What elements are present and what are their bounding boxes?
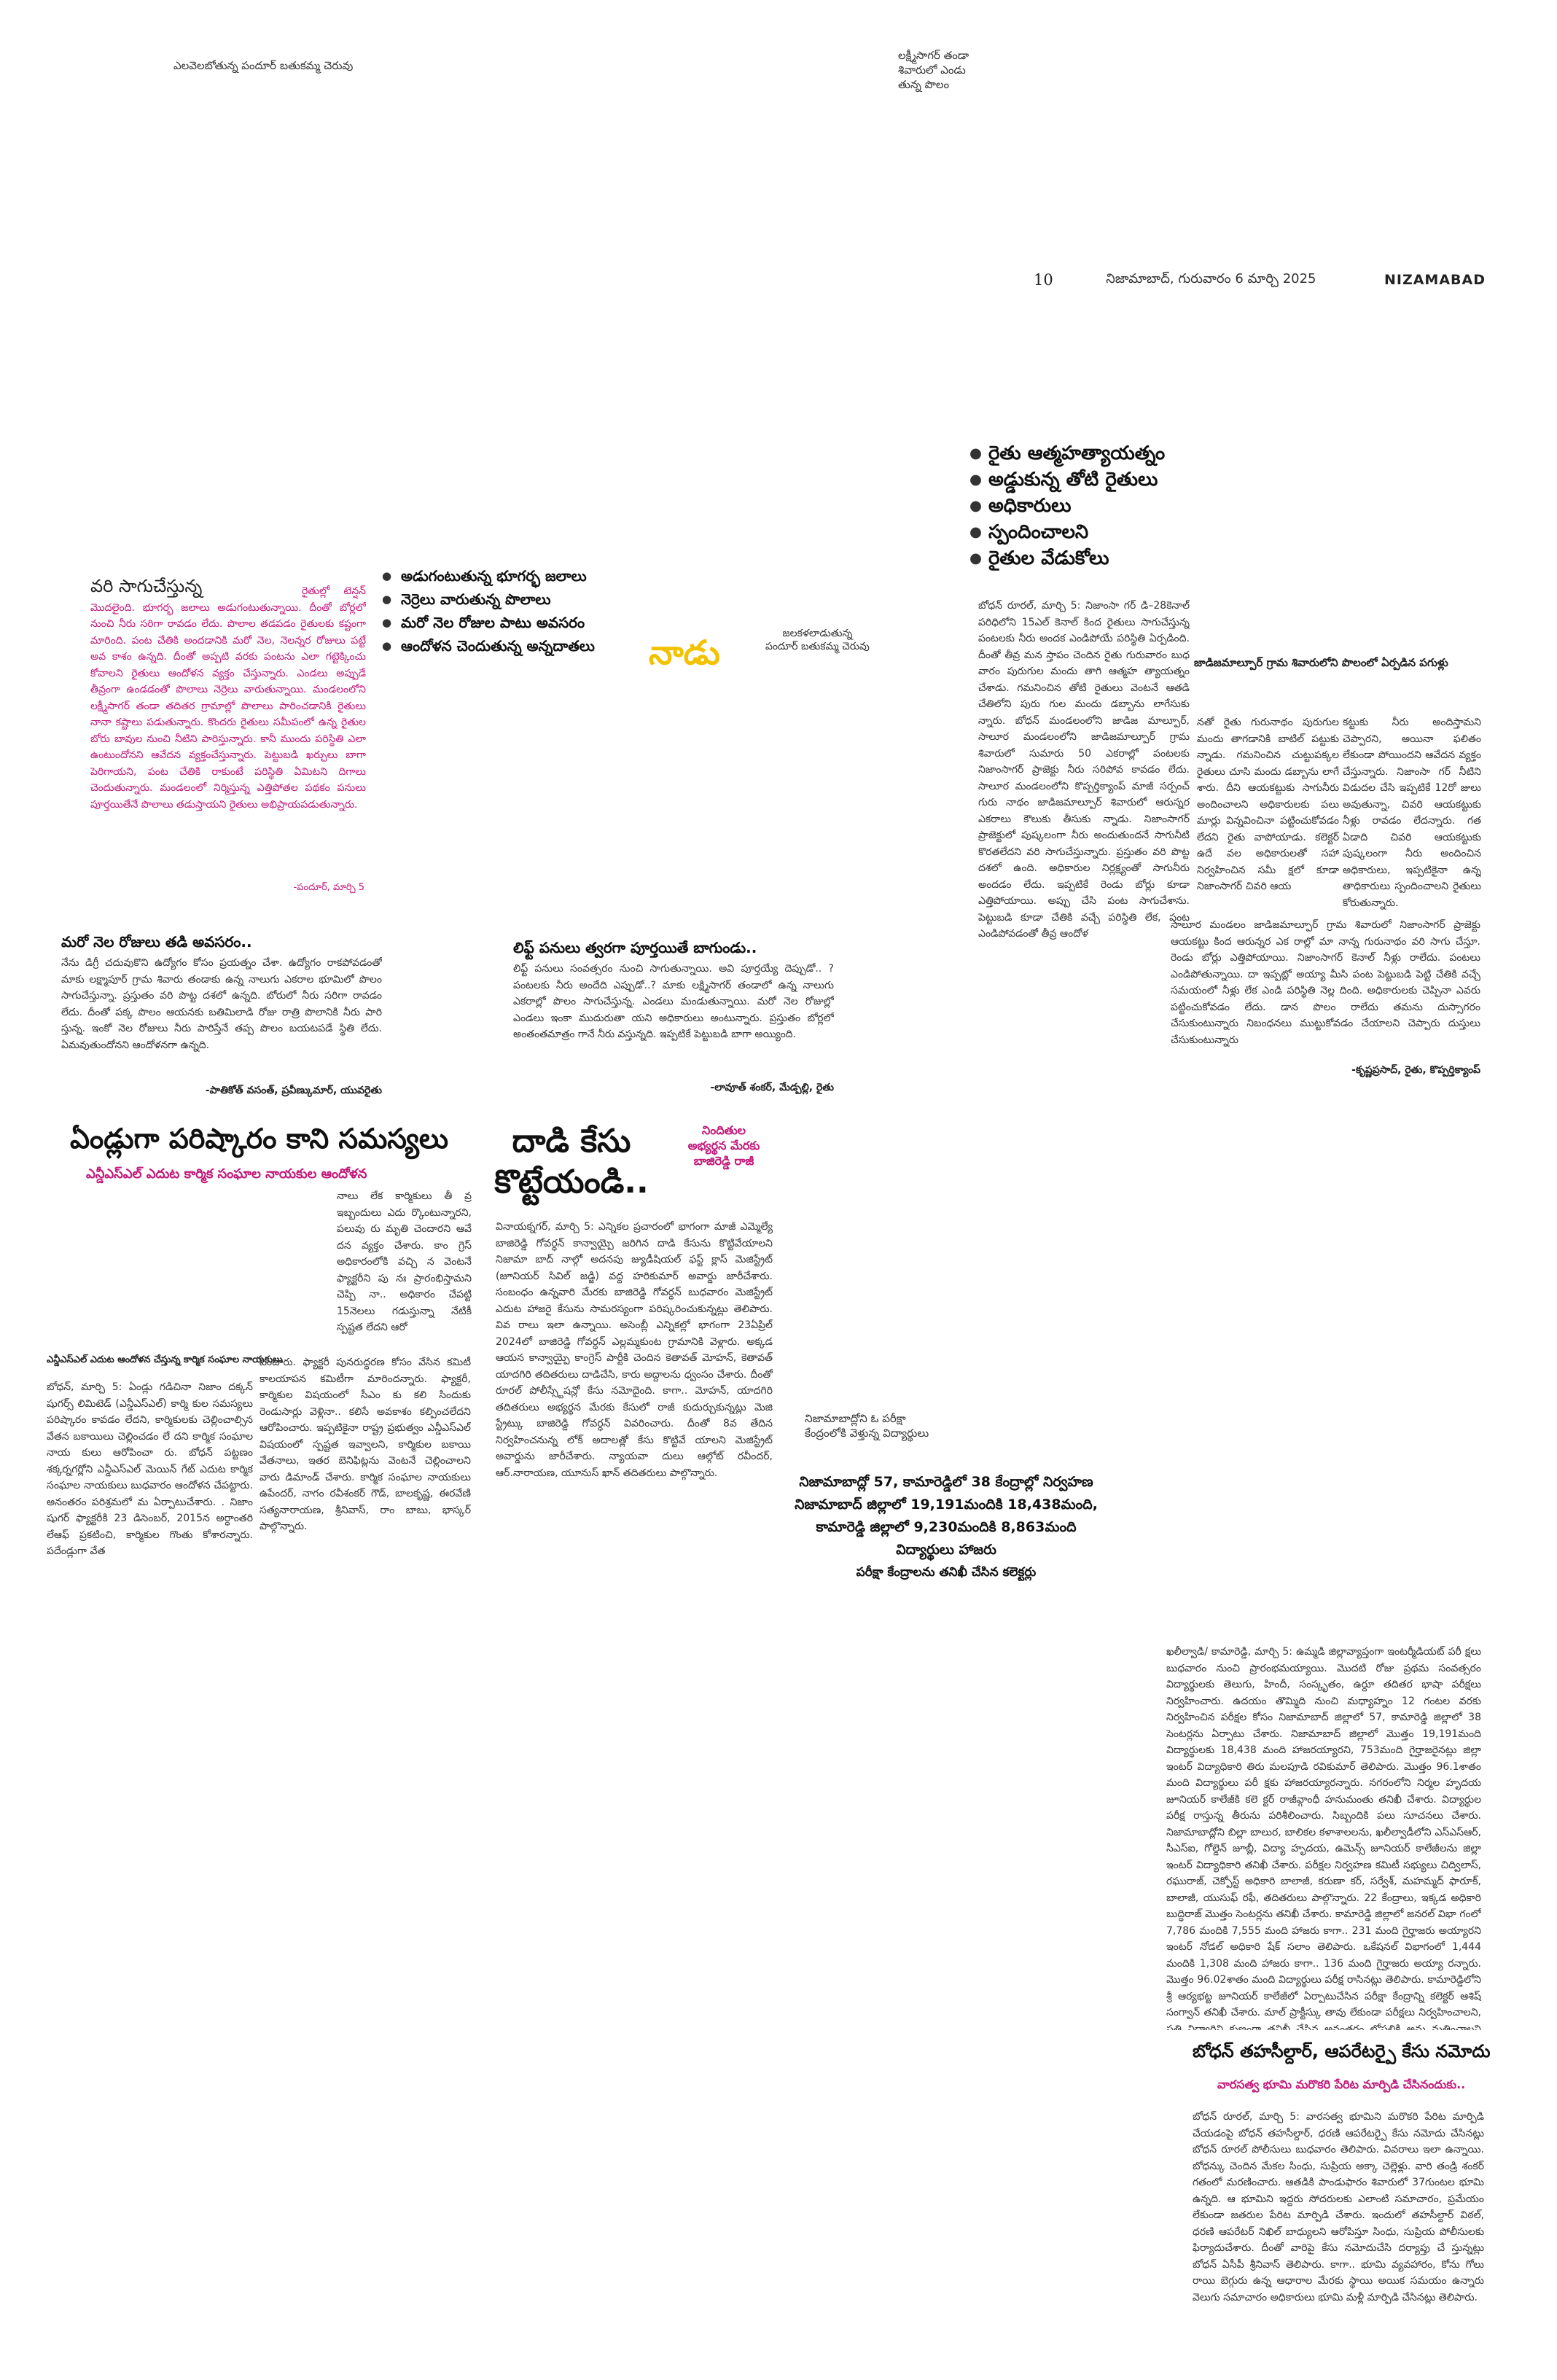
headline-line: పరీక్షా కేంద్రాలను తనిఖీ చేసిన కలెక్టర్ల… (856, 1565, 1037, 1580)
page-dateline: నిజామాబాద్, గురువారం 6 మార్చి 2025 (1106, 270, 1316, 286)
caption-line: పందూర్ బతుకమ్మ చెరువు (765, 641, 870, 652)
lift-story-body: లిఫ్ట్ పనులు సంవత్సరం నుంచి సాగుతున్నాయి… (513, 963, 834, 1040)
pandur-pond-full-caption: జలకళలాడుతున్న పందూర్ బతుకమ్మ చెరువు (765, 627, 870, 653)
one-more-month-body: నేను డిగ్రీ చదువుకొని ఉద్యోగం కోసం ప్రయత… (61, 957, 382, 1051)
caption-line: లక్ష్మీసాగర్ తండా (898, 49, 969, 62)
assault-story-title: దాడి కేసు కొట్టేయండి.. (484, 1121, 659, 1203)
kicker-line: నిందితుల (702, 1123, 746, 1137)
tahsildar-story-title: బోధన్ తహసీల్దార్, ఆపరేటర్పై కేసు నమోదు (1193, 2041, 1491, 2061)
union-photo-caption: ఎన్డీఎస్ఎల్ ఎదుట ఆందోళన చేస్తున్న కార్మి… (47, 1354, 283, 1365)
bullet-item: అడ్డుకున్న తోటి రైతులు (969, 467, 1165, 493)
caption-line: శివారులో ఎండు (898, 63, 966, 77)
paddy-story-kicker: వరి సాగుచేస్తున్న (90, 576, 203, 596)
paddy-story-body: రైతుల్లో టెన్షన్ మొదలైంది. భూగర్భ జలాలు … (90, 585, 366, 811)
title-line: కొట్టేయండి.. (494, 1163, 649, 1201)
caption-line: జలకళలాడుతున్న (782, 628, 853, 639)
assault-story-body: వినాయక్నగర్, మార్చి 5: ఎన్నికల ప్రచారంలో… (496, 1221, 773, 1479)
page-masthead: 10 నిజామాబాద్, గురువారం 6 మార్చి 2025 NI… (1034, 268, 1486, 292)
caption-line: తున్న పొలం (898, 78, 950, 91)
title-line: దాడి కేసు (512, 1123, 631, 1160)
exam-photo-caption: నిజామాబాద్లోని ఓ పరీక్షా కేంద్రంలోకి వెళ… (805, 1411, 929, 1440)
union-story-side-col: నాలు లేక కార్మికులు తీ వ్ర ఇబ్బందులు ఎదు… (337, 1190, 472, 1333)
farmer-bullets: రైతు ఆత్మహత్యాయత్నం అడ్డుకున్న తోటి రైతు… (969, 440, 1165, 571)
field-cracks-caption: జాడిజమాల్పూర్ గ్రామ శివారులోని పొలంలో ఏర… (1194, 656, 1448, 669)
headline-line: విద్యార్థులు హాజరు (896, 1542, 996, 1558)
assault-story-kicker: నిందితుల అభ్యర్థన మేరకు బాజిరెడ్డి రాజీ (669, 1123, 778, 1168)
farmer-story-body: బోధన్ రూరల్, మార్చి 5: నిజాంసా గర్ డి–28… (978, 600, 1190, 940)
caption-line: కేంద్రంలోకి వెళ్తున్న విద్యార్థులు (805, 1427, 929, 1440)
bullet-item: ఆందోళన చెందుతున్న అన్నదాతలు (382, 634, 595, 658)
union-story-title: ఏండ్లుగా పరిష్కారం కాని సమస్యలు (70, 1123, 449, 1155)
groundwater-bullets: అడుగంటుతున్న భూగర్భ జలాలు నెర్రెలు వారుత… (382, 564, 595, 658)
union-story-col-b: పించారు. ఫ్యాక్టరీ పునరుద్ధరణ కోసం వేసిన… (260, 1357, 471, 1532)
paddy-story-credit: -పందూర్, మార్చి 5 (293, 882, 364, 893)
headline-line: నిజామాబాద్లో 57, కామారెడ్డిలో 38 కేంద్రా… (799, 1474, 1093, 1490)
bullet-item: అధికారులు (969, 493, 1165, 519)
headline-line: కామారెడ్డి జిల్లాలో 9,230మందికి 8,863మంద… (816, 1519, 1077, 1535)
one-more-month-title: మరో నెల రోజులు తడి అవసరం.. (61, 933, 252, 951)
caption-line: నిజామాబాద్లోని ఓ పరీక్షా (805, 1412, 906, 1425)
union-story-subtitle: ఎన్డీఎస్ఎల్ ఎదుట కార్మిక సంఘాల నాయకుల ఆం… (86, 1166, 367, 1182)
one-more-month-credit: -పాతికోత్ వసంత్, ప్రవీణ్కుమార్, యువరైతు (205, 1085, 382, 1096)
page-number: 10 (1034, 271, 1053, 289)
pandur-pond-dry-caption: ఎలవెలబోతున్న పందూర్ బతుకమ్మ చెరువు (173, 59, 354, 72)
farmer-story-col-b: కట్టుకు నీరు అందిస్తామని చెప్పారని, అయిన… (1343, 717, 1481, 909)
farmer-quote-credit: -కృష్ణప్రసాద్, రైతు, కొప్పర్తిక్యాంప్ (1351, 1064, 1480, 1076)
tahsildar-story-body: బోధన్ రూరల్, మార్చి 5: వారసత్వ భూమిని మర… (1193, 2111, 1484, 2303)
union-story-col-a: బోధన్, మార్చి 5: ఏండ్లు గడిచినా నిజాం దక… (47, 1381, 253, 1557)
bullet-item: మరో నెల రోజుల పాటు అవసరం (382, 611, 595, 634)
kicker-line: బాజిరెడ్డి రాజీ (693, 1154, 754, 1168)
bullet-item: నెర్రెలు వారుతున్న పొలాలు (382, 588, 595, 611)
lift-story-title: లిఫ్ట్ పనులు త్వరగా పూర్తయితే బాగుండు.. (513, 939, 757, 956)
exam-story-body: ఖలీల్వాడి/ కామారెడ్డి, మార్చి 5: ఉమ్మడి … (1166, 1646, 1481, 2030)
farmer-story-col-a: నతో రైతు గురునాథం పురుగుల మందు తాగడానికి… (1197, 717, 1339, 892)
lift-story-credit: -లావూత్ శంకర్, మేడ్పల్లి, రైతు (710, 1082, 834, 1093)
exam-story-headline: నిజామాబాద్లో 57, కామారెడ్డిలో 38 కేంద్రా… (778, 1471, 1114, 1584)
bullet-item: స్పందించాలని (969, 519, 1165, 545)
lakshmisagar-field-caption: లక్ష్మీసాగర్ తండా శివారులో ఎండు తున్న పొ… (898, 48, 969, 92)
bullet-item: అడుగంటుతున్న భూగర్భ జలాలు (382, 564, 595, 588)
bullet-item: రైతుల వేడుకోలు (969, 545, 1165, 571)
farmer-quote-body: సాలూర మండలం జాడిజమాల్పూర్ గ్రామ శివారులో… (1171, 919, 1480, 1046)
tahsildar-story-subtitle: వారసత్వ భూమి మరొకరి పేరిట మార్పిడి చేసిన… (1217, 2077, 1466, 2091)
headline-line: నిజామాబాద్ జిల్లాలో 19,191మందికి 18,438మ… (795, 1497, 1098, 1513)
edition-name: NIZAMABAD (1384, 272, 1486, 288)
kicker-line: అభ్యర్థన మేరకు (687, 1139, 760, 1152)
nadu-logo: నాడు (649, 633, 720, 672)
bullet-item: రైతు ఆత్మహత్యాయత్నం (969, 440, 1165, 467)
